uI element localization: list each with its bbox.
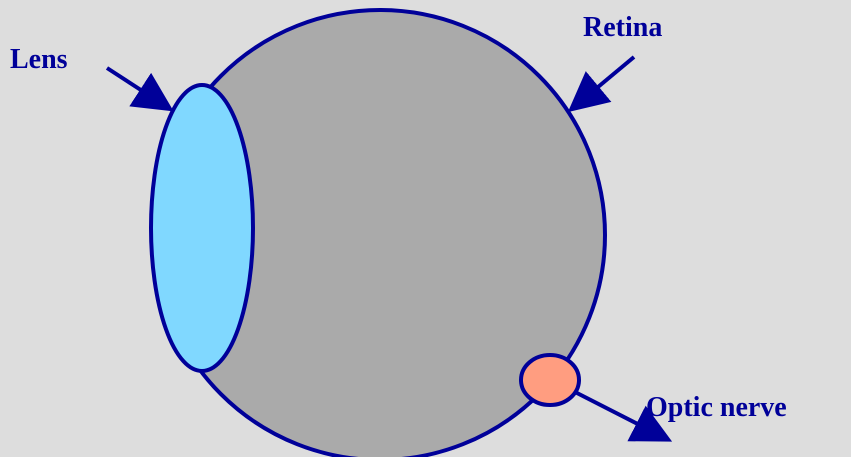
lens-label: Lens bbox=[10, 46, 68, 74]
retina-label: Retina bbox=[583, 14, 662, 42]
optic-nerve-label: Optic nerve bbox=[646, 394, 787, 422]
optic-nerve-shape bbox=[521, 355, 579, 405]
lens-shape bbox=[151, 85, 253, 371]
retina-arrow bbox=[574, 57, 634, 107]
lens-arrow bbox=[107, 68, 167, 107]
